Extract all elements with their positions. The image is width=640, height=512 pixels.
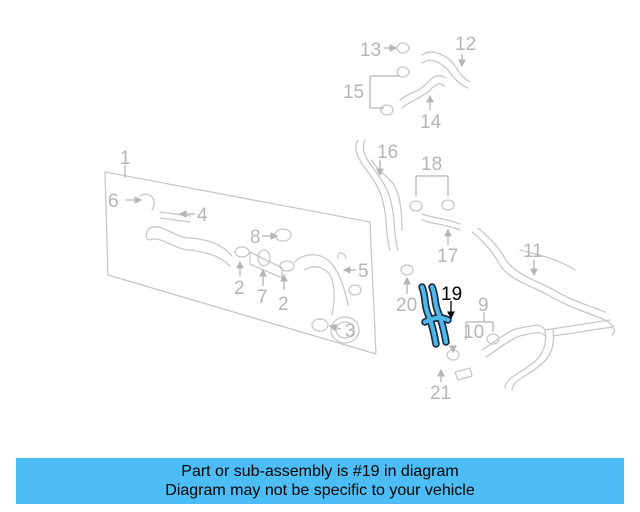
callout-7: 7 xyxy=(257,287,268,308)
callout-2a: 2 xyxy=(234,278,245,299)
pipe-16 xyxy=(355,139,403,251)
callout-9: 9 xyxy=(478,295,489,316)
callout-11: 11 xyxy=(523,241,543,262)
callout-1: 1 xyxy=(120,148,131,169)
callout-4: 4 xyxy=(197,205,208,226)
callout-21: 21 xyxy=(430,383,451,404)
callout-3: 3 xyxy=(345,321,356,342)
callout-16: 16 xyxy=(377,142,398,163)
callout-13: 13 xyxy=(360,40,381,61)
callout-2b: 2 xyxy=(278,294,289,315)
callout-12: 12 xyxy=(455,34,476,55)
callout-6: 6 xyxy=(108,191,119,212)
callout-14: 14 xyxy=(420,112,442,133)
parts-diagram: 1 6 4 8 5 3 2 7 2 13 12 15 14 16 18 17 1… xyxy=(104,34,615,404)
callout-18: 18 xyxy=(421,154,442,175)
upper-hose-group xyxy=(369,42,471,116)
clamps-9-10-20-21 xyxy=(400,264,500,382)
highlighted-hose-19 xyxy=(418,283,455,348)
callout-15: 15 xyxy=(343,82,364,103)
callout-17: 17 xyxy=(437,246,458,267)
banner-line-2: Diagram may not be specific to your vehi… xyxy=(165,482,475,499)
radiator-assembly-panel xyxy=(104,165,377,355)
banner-line-1: Part or sub-assembly is #19 in diagram xyxy=(181,463,459,480)
callout-10: 10 xyxy=(463,322,484,343)
callout-19: 19 xyxy=(441,284,462,305)
hose-17-clamps-18 xyxy=(409,175,461,245)
callout-5: 5 xyxy=(358,261,369,282)
info-banner: Part or sub-assembly is #19 in diagram D… xyxy=(16,458,624,504)
callout-8: 8 xyxy=(250,227,261,248)
callout-20: 20 xyxy=(396,295,417,316)
pipe-11 xyxy=(471,227,615,391)
